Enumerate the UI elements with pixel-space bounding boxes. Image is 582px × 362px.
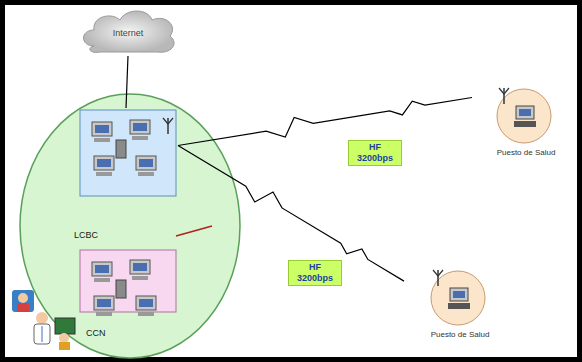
site-node: Puesto de Salud	[404, 268, 500, 350]
radio-link	[178, 97, 472, 145]
node-shape	[74, 246, 178, 342]
cloud-label: Internet	[113, 28, 144, 38]
link-label: HF 3200bps	[348, 140, 402, 166]
system-label: LCBC	[74, 230, 98, 240]
link-label: HF 3200bps	[288, 260, 342, 286]
node-shape	[74, 108, 178, 242]
system-box: CCN	[74, 246, 178, 342]
center-region	[20, 94, 240, 358]
site-label: Puesto de Salud	[431, 330, 490, 339]
frame	[3, 3, 580, 360]
site-label: Puesto de Salud	[497, 148, 556, 157]
site-node: Puesto de Salud	[472, 86, 564, 168]
people-icons	[12, 290, 75, 350]
system-label: CCN	[86, 328, 106, 338]
system-box: LCBC	[74, 108, 178, 242]
cloud-node: Internet	[76, 6, 180, 56]
network-link	[126, 56, 128, 108]
red-link	[176, 226, 212, 236]
